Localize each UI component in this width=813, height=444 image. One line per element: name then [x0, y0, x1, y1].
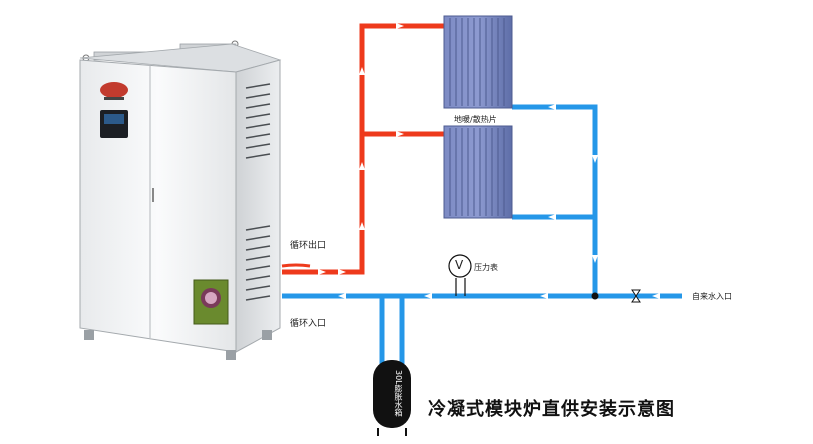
gauge-symbol: V	[455, 258, 464, 272]
boiler-cabinet-icon	[79, 40, 282, 360]
expansion-tank-icon	[373, 360, 411, 436]
hot-flow-arrows	[318, 23, 404, 275]
valve-icon	[631, 289, 641, 303]
radiator-icon	[443, 15, 513, 109]
outlet-label: 循环出口	[290, 241, 327, 251]
pipe-junction	[591, 292, 599, 300]
radiator-icon	[443, 125, 513, 219]
tap-water-inlet-label: 自来水入口	[692, 292, 732, 301]
pressure-gauge-label: 压力表	[474, 263, 498, 272]
radiator-label: 地暖/散热片	[454, 115, 497, 124]
pressure-gauge-icon	[448, 254, 472, 296]
diagram-title: 冷凝式模块炉直供安装示意图	[428, 399, 675, 420]
hot-water-pipe	[281, 23, 444, 275]
cold-flow-arrows	[338, 104, 660, 299]
cold-water-pipe	[282, 104, 682, 364]
expansion-tank-label: 30L膨胀水箱	[394, 370, 403, 417]
inlet-label: 循环入口	[290, 319, 327, 329]
